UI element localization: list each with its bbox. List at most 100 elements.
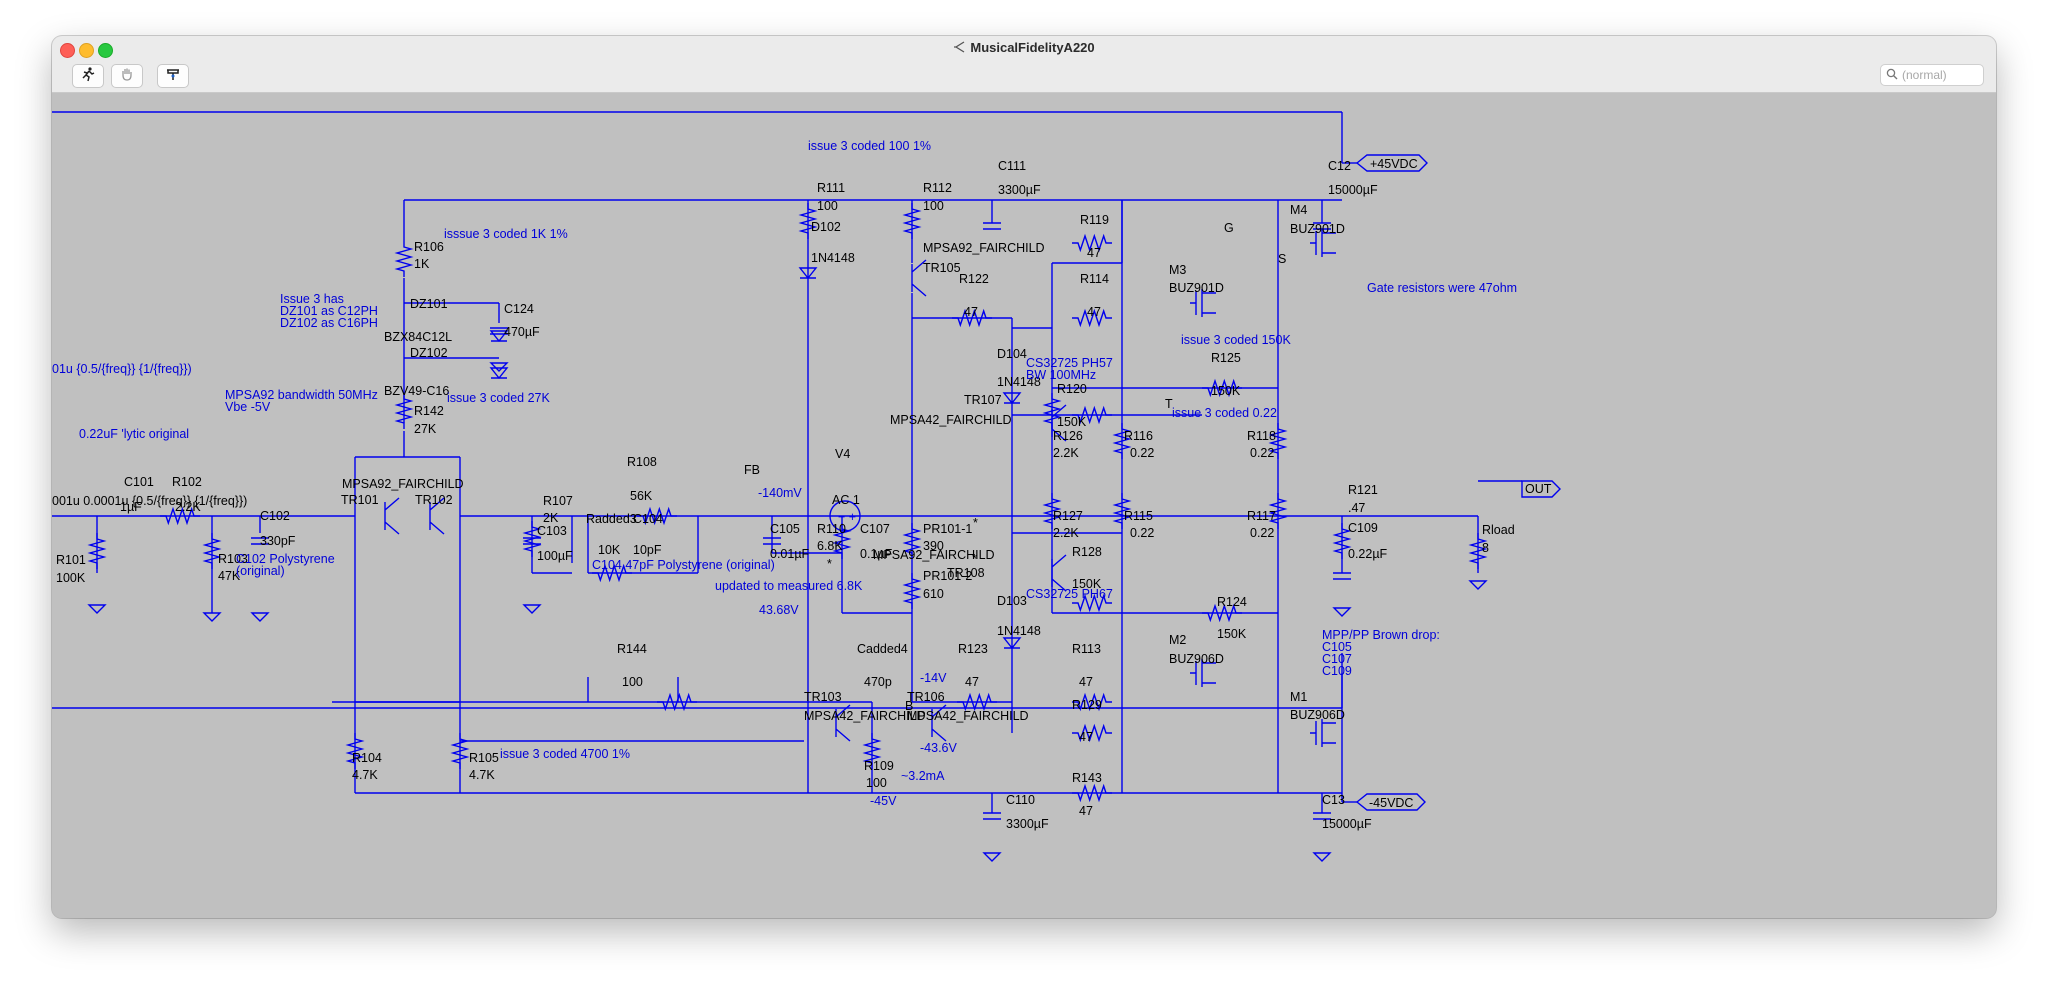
c107-value: 0.1µF (860, 547, 893, 561)
pan-button[interactable] (111, 64, 143, 88)
minimize-button[interactable] (79, 43, 94, 58)
r117-value: 0.22 (1250, 526, 1274, 540)
m1-value: BUZ906D (1290, 708, 1345, 722)
r109-symbol (862, 733, 882, 769)
c13-name: C13 (1322, 793, 1345, 807)
c110-name: C110 (1006, 793, 1035, 807)
annotation-c15a: CS32725 PH57 (1026, 356, 1113, 370)
r107-symbol (522, 521, 542, 557)
r104-name: R104 (352, 751, 382, 765)
c110-value: 3300µF (1006, 817, 1049, 831)
probe-button[interactable] (157, 64, 189, 88)
annotation-c5b: Vbe -5V (225, 400, 271, 414)
r111-value: 100 (817, 199, 838, 213)
r114-symbol (1072, 308, 1112, 328)
d102-symbol (798, 267, 818, 280)
r118-value: 0.22 (1250, 446, 1274, 460)
schematic-drawing: − + +45VDC -45VDC OUT R106 1K DZ101 (52, 111, 1561, 862)
m3-name: M3 (1169, 263, 1186, 277)
vminus-port[interactable]: -45VDC (1355, 793, 1426, 811)
v4-polarity: − + (838, 510, 856, 524)
r120-symbol (1072, 405, 1112, 425)
radded-value: 10K (598, 543, 621, 557)
c105-value: 0.01µF (770, 547, 810, 561)
c103-symbol (523, 537, 541, 545)
run-button[interactable] (72, 64, 104, 88)
probe-v3: -43.6V (920, 741, 957, 755)
annotation-c15b: BW 100MHz (1026, 368, 1096, 382)
r112-name: R112 (923, 181, 952, 195)
annotation-c10: updated to measured 6.8K (715, 579, 863, 593)
annotation-c5a: MPSA92 bandwidth 50MHz (225, 388, 378, 402)
r119-value: 47 (1087, 246, 1101, 260)
title-bar: MusicalFidelityA220 (normal) (52, 36, 1996, 93)
r119-name: R119 (1080, 213, 1109, 227)
r111-symbol (798, 203, 818, 239)
vplus-port[interactable]: +45VDC (1355, 154, 1428, 172)
window-title-text: MusicalFidelityA220 (970, 40, 1095, 55)
c111-symbol (983, 222, 1001, 230)
c102-value: 330pF (260, 534, 296, 548)
dz101-name: DZ101 (410, 297, 448, 311)
tr105-value: MPSA92_FAIRCHILD (923, 241, 1045, 255)
b-net-label: B (905, 699, 913, 713)
annotation-c12: Gate resistors were 47ohm (1367, 281, 1517, 295)
g6-ground (982, 852, 1002, 862)
tr101-symbol (384, 497, 400, 535)
star-marker-1: * (827, 557, 832, 571)
r127-symbol (1042, 493, 1062, 529)
components: − + (87, 203, 1488, 862)
r110-name: R110 (817, 522, 846, 536)
vminus-port-label: -45VDC (1369, 796, 1413, 810)
pr101b-value: 610 (923, 587, 944, 601)
c101-value: 1µF (120, 500, 142, 514)
schematic-canvas[interactable]: − + +45VDC -45VDC OUT R106 1K DZ101 (52, 93, 1996, 918)
annotation-c17d: C109 (1322, 664, 1352, 678)
annotation-c8a: C102 Polystyrene (236, 552, 335, 566)
star-marker-2: * (972, 552, 977, 566)
r113-value: 47 (1079, 675, 1093, 689)
r120-name: R120 (1057, 382, 1087, 396)
t-net-label: T (1165, 397, 1173, 411)
r120-value: 150K (1057, 415, 1087, 429)
r129-value: 47 (1079, 730, 1093, 744)
d102-name: D102 (811, 220, 841, 234)
component-labels: R106 1K DZ101 BZX84C12L DZ102 BZV49-C16 … (52, 159, 1515, 831)
schematic-doc-icon (953, 41, 965, 56)
r107-value: 2K (543, 511, 559, 525)
d104-value: 1N4148 (997, 375, 1041, 389)
r114-name: R114 (1080, 272, 1109, 286)
annotation-c3a: Issue 3 has (280, 292, 344, 306)
annotation-c3b: DZ101 as C12PH (280, 304, 378, 318)
close-button[interactable] (60, 43, 75, 58)
radded-name: Radded3 (586, 512, 637, 526)
tr102-symbol (429, 497, 445, 535)
m4-symbol (1310, 229, 1336, 257)
d103-symbol (1002, 637, 1022, 650)
fb-net-label: FB (744, 463, 760, 477)
r124-symbol (1202, 603, 1242, 623)
d103-value: 1N4148 (997, 624, 1041, 638)
rload-symbol (1468, 533, 1488, 569)
c104-name: C104 (633, 512, 663, 526)
search-field[interactable]: (normal) (1880, 64, 1984, 86)
hand-icon (119, 66, 135, 87)
tr105-symbol (911, 259, 927, 297)
zoom-button[interactable] (98, 43, 113, 58)
r102-value: 2.2K (175, 500, 201, 514)
annotation-c8b: (original) (236, 564, 285, 578)
r126-value: 2.2K (1053, 446, 1079, 460)
dz101-symbol (489, 330, 509, 343)
rload-value: 8 (1482, 541, 1489, 555)
annotation-c17c: C107 (1322, 652, 1352, 666)
annotation-c17b: C105 (1322, 640, 1352, 654)
comments: issue 3 coded 100 1% isssue 3 coded 1K 1… (52, 139, 1517, 761)
star-marker-3: * (973, 516, 978, 530)
r144-value: 100 (622, 675, 643, 689)
out-port[interactable]: OUT (1521, 480, 1561, 498)
c102-name: C102 (260, 509, 290, 523)
r103-name: R103 (218, 552, 248, 566)
annotation-c1: issue 3 coded 100 1% (808, 139, 931, 153)
g2-ground (87, 604, 107, 614)
r115-name: R115 (1124, 509, 1153, 523)
